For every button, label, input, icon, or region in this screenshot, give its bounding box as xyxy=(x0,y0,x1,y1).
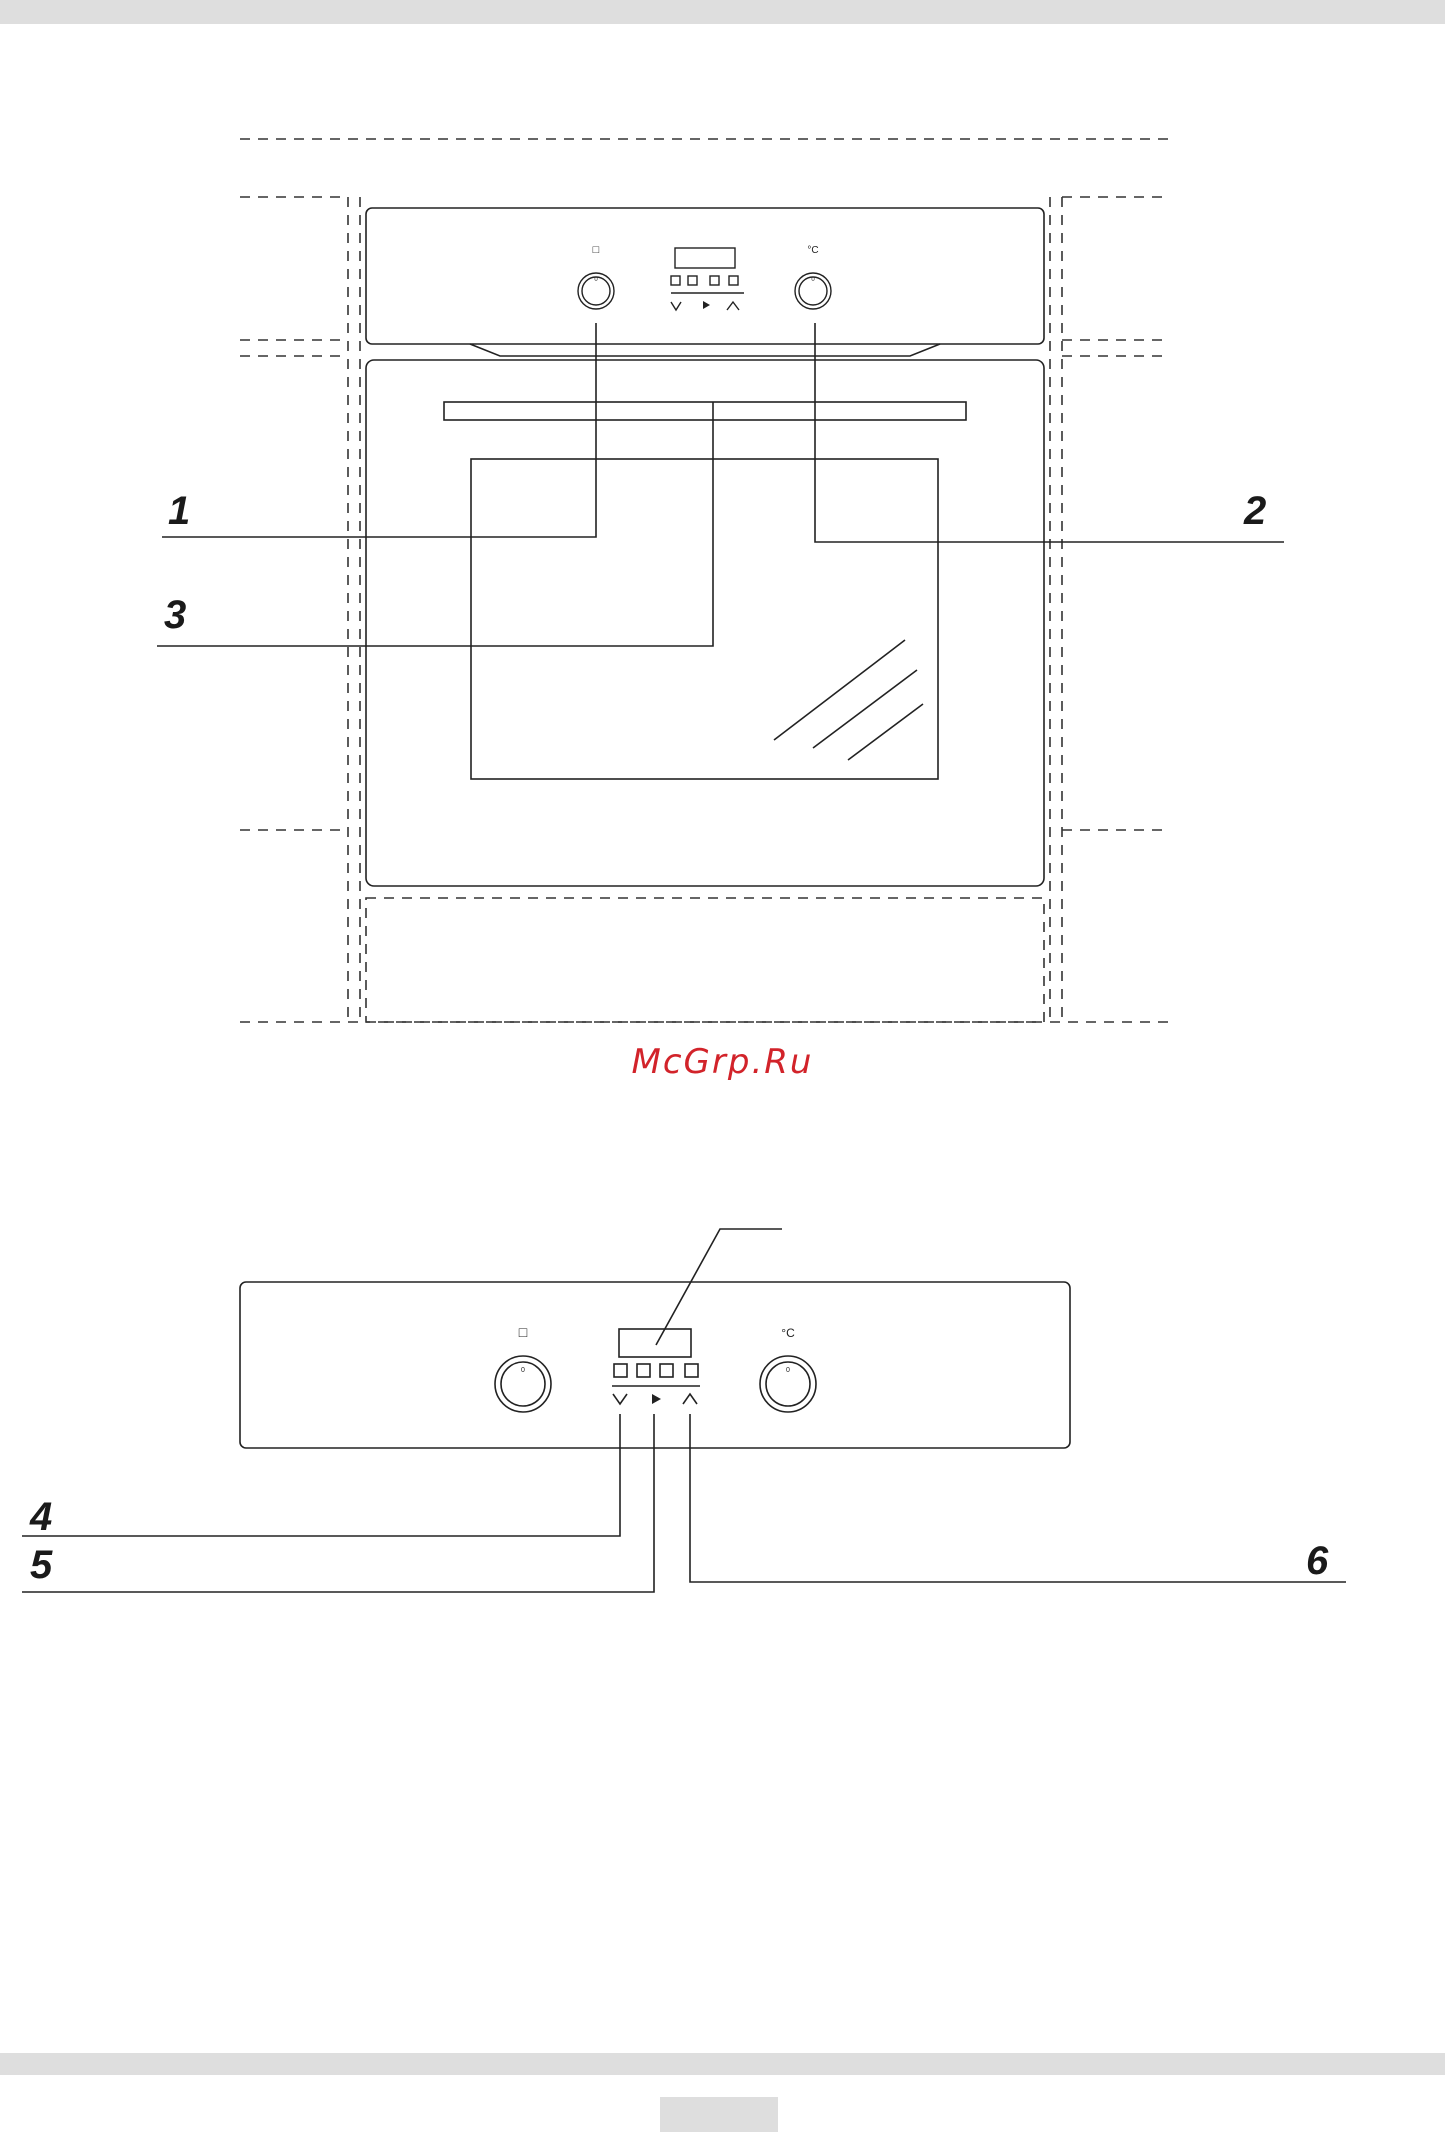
callout-1: 1 xyxy=(168,489,190,533)
left-knob-2 xyxy=(495,1356,551,1412)
control-panel xyxy=(366,208,1044,344)
callout-6: 6 xyxy=(1306,1539,1329,1583)
right-knob-marker: 0 xyxy=(811,277,815,283)
callout-3: 3 xyxy=(164,593,186,637)
right-knob-2 xyxy=(760,1356,816,1412)
leader-lines-1 xyxy=(157,323,1284,646)
play-arrow-icon xyxy=(703,301,710,309)
bottom-bar xyxy=(0,2053,1445,2075)
right-knob-symbol: °C xyxy=(807,245,818,256)
left-knob-symbol-2: □ xyxy=(519,1324,528,1340)
right-knob-symbol-2: °C xyxy=(781,1326,795,1340)
left-knob-marker-2: 0 xyxy=(521,1367,525,1374)
watermark: McGrp.Ru xyxy=(0,1042,1445,1082)
page-number-tab xyxy=(660,2097,778,2132)
leader-lines-2 xyxy=(22,1229,1346,1592)
right-knob-marker-2: 0 xyxy=(786,1367,790,1374)
callout-2: 2 xyxy=(1243,489,1266,533)
door-window xyxy=(471,459,938,779)
play-arrow-icon-2 xyxy=(652,1394,661,1404)
door-vent xyxy=(444,402,966,420)
installation-outline xyxy=(240,139,1170,1022)
callout-5: 5 xyxy=(30,1543,53,1587)
handle xyxy=(470,344,940,356)
oven-door xyxy=(366,360,1044,886)
left-knob-symbol: □ xyxy=(593,244,600,256)
display xyxy=(675,248,735,268)
control-panel-detail xyxy=(240,1282,1070,1448)
display-2 xyxy=(619,1329,691,1357)
panel-controls-1 xyxy=(578,248,831,310)
left-knob-marker: 0 xyxy=(594,277,598,283)
oven-body xyxy=(366,208,1044,886)
callout-4: 4 xyxy=(29,1495,52,1539)
